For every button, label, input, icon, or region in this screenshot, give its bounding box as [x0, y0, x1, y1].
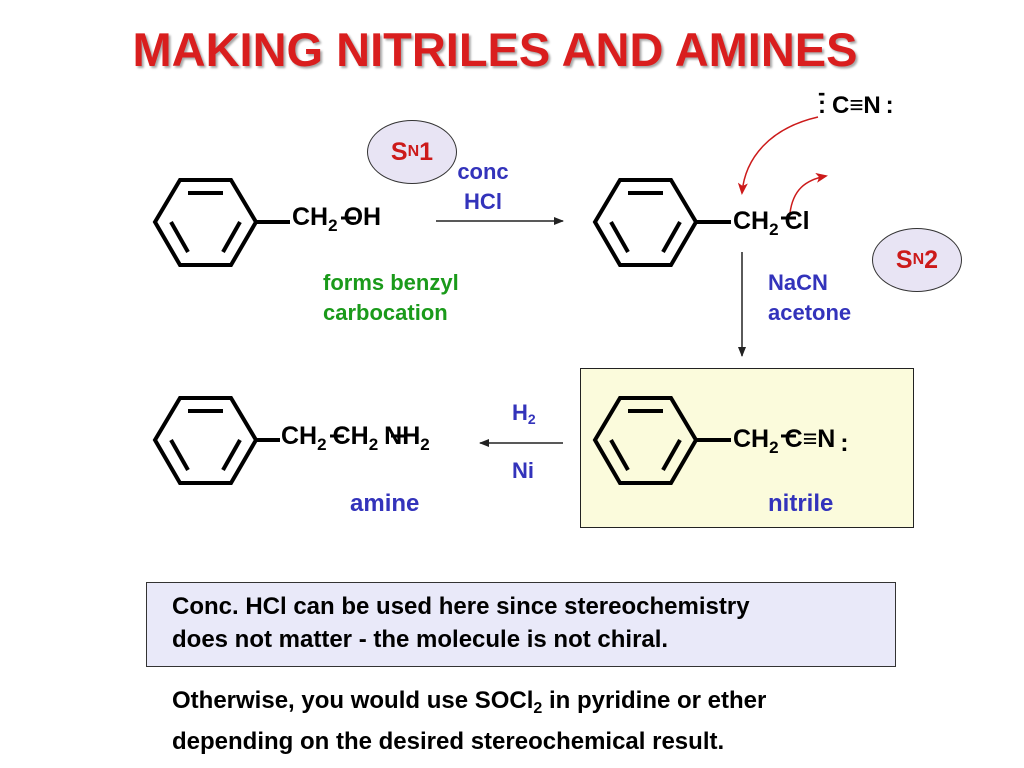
- nitrile-highlight-box: [580, 368, 914, 528]
- page-title: MAKING NITRILES AND AMINES: [132, 23, 858, 76]
- step3-catalyst: Ni: [512, 458, 534, 483]
- cyanide-ion: -:C≡N:: [818, 80, 894, 119]
- carbocation-note: forms benzyl carbocation: [323, 270, 459, 325]
- benzene-ring-3: [152, 396, 280, 485]
- step3-hydrogen: H2: [512, 400, 536, 427]
- nucleophile-attack-arrow: [737, 116, 819, 195]
- step2-reagents: NaCN acetone: [768, 270, 852, 325]
- benzene-ring-4: [592, 396, 731, 485]
- step1-reagents: conc HCl: [457, 159, 509, 214]
- leaving-group-arrow: [789, 172, 828, 214]
- bottom-note: Otherwise, you would use SOCl2 in pyridi…: [172, 687, 767, 755]
- note-box: [146, 582, 896, 667]
- benzene-ring-1: [152, 178, 290, 267]
- benzene-ring-2: [592, 178, 731, 267]
- amine-label: amine: [350, 490, 420, 517]
- nitrile-label: nitrile: [768, 490, 834, 517]
- note-box-text: Conc. HCl can be used here since stereoc…: [172, 593, 750, 653]
